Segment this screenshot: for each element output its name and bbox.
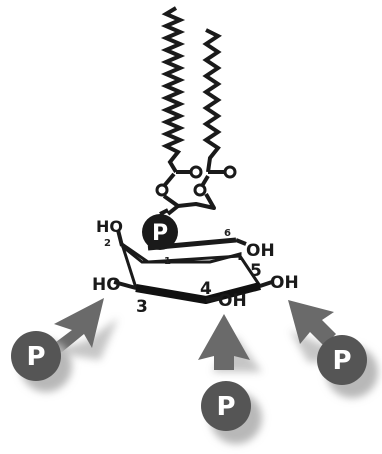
hydroxyl-c4: OH xyxy=(218,291,247,311)
carbon-6-number: 6 xyxy=(224,228,231,239)
phosphate-label-c4: P xyxy=(216,392,235,422)
glycerol-backbone xyxy=(162,193,216,210)
carbon-4-number: 4 xyxy=(200,279,212,299)
hydroxyl-c5: OH xyxy=(270,273,299,293)
hydroxyl-c6: OH xyxy=(246,241,275,261)
ester-oxygen-left xyxy=(155,183,169,197)
phosphate-label-c3: P xyxy=(26,342,45,372)
carbon-3-number: 3 xyxy=(136,297,148,317)
ester-oxygen-right xyxy=(193,183,207,197)
head-phosphate-badge xyxy=(142,214,178,250)
hydroxyl-c2: HO xyxy=(96,217,123,236)
carbon-5-number: 5 xyxy=(250,261,262,281)
phosphate-group-c4: P xyxy=(201,381,251,431)
phosphate-group-c3: P xyxy=(11,331,61,381)
head-phosphate-label: P xyxy=(152,221,168,246)
carbonyl-oxygen-left xyxy=(189,165,203,179)
arrow-to-c4 xyxy=(198,314,250,370)
carbon-1-number: 1 xyxy=(164,256,171,267)
arrow-to-c5 xyxy=(288,300,336,346)
hydroxyl-c3: HO xyxy=(92,275,121,295)
phosphate-label-c5: P xyxy=(332,346,351,376)
carbonyl-oxygen-right xyxy=(223,165,237,179)
carbon-2-number: 2 xyxy=(104,238,111,249)
arrow-to-c3 xyxy=(48,298,104,352)
phosphate-group-c5: P xyxy=(317,335,367,385)
fatty-acid-chain-right xyxy=(202,28,222,173)
fatty-acid-chain-left xyxy=(160,6,186,174)
